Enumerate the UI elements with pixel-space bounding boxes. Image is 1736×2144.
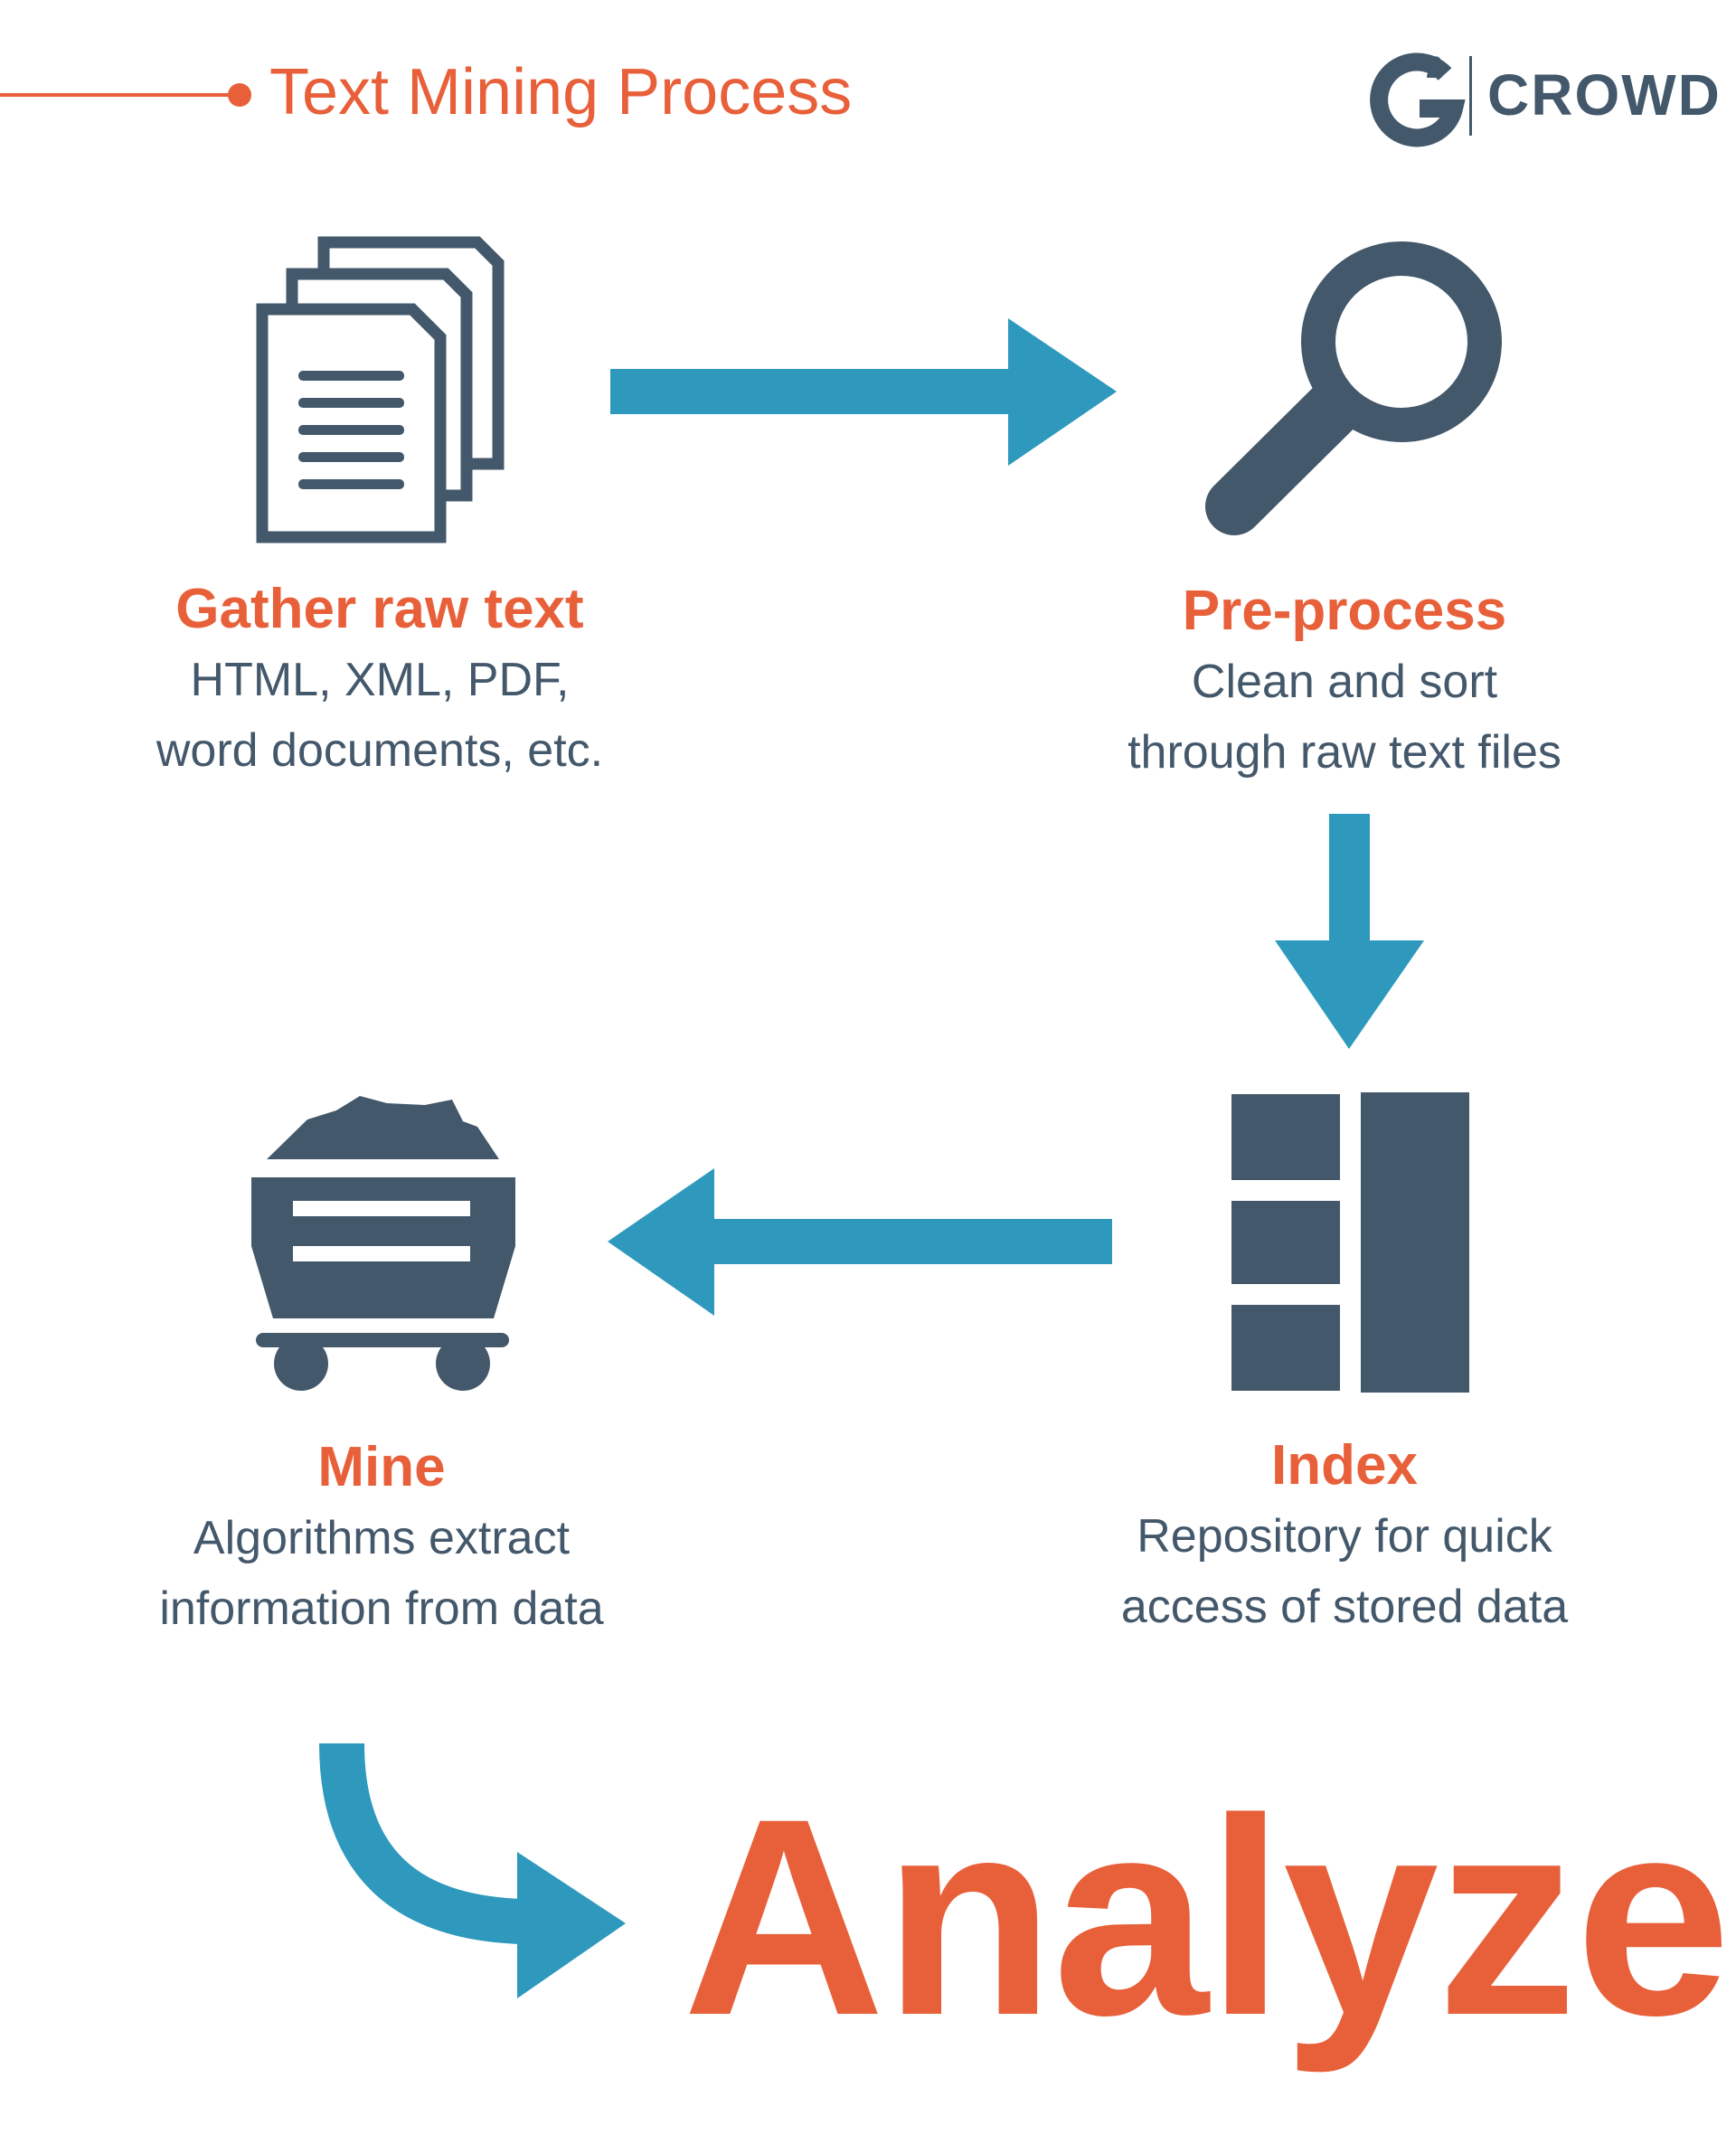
step-preprocess: Pre-process Clean and sort through raw t… — [1019, 576, 1670, 788]
step-gather: Gather raw text HTML, XML, PDF, word doc… — [54, 574, 705, 786]
page-title: Text Mining Process — [269, 56, 853, 128]
step-mine: Mine Algorithms extract information from… — [56, 1432, 707, 1644]
title-dot — [228, 83, 251, 107]
curved-arrow-icon — [319, 1743, 626, 1998]
step-preprocess-desc-line2: through raw text files — [1127, 726, 1561, 779]
step-mine-title: Mine — [317, 1436, 446, 1498]
analyze-label: Analyze — [683, 1760, 1731, 2073]
arrow-left-icon — [608, 1168, 1112, 1316]
step-preprocess-title: Pre-process — [1182, 580, 1507, 642]
step-index: Index Repository for quick access of sto… — [1019, 1431, 1670, 1642]
arrow-right-icon — [610, 318, 1117, 466]
logo-superscript: 2 — [1426, 51, 1443, 85]
documents-icon — [256, 236, 505, 543]
step-mine-desc-line1: Algorithms extract — [193, 1512, 571, 1564]
index-blocks-icon — [1231, 1092, 1469, 1393]
step-gather-desc-line2: word documents, etc. — [156, 724, 604, 777]
step-preprocess-desc-line1: Clean and sort — [1191, 656, 1498, 708]
step-gather-desc-line1: HTML, XML, PDF, — [190, 654, 570, 706]
step-index-desc-line1: Repository for quick — [1137, 1510, 1552, 1563]
step-index-desc-line2: access of stored data — [1120, 1581, 1569, 1633]
step-index-title: Index — [1271, 1434, 1418, 1497]
logo-text: CROWD — [1487, 62, 1722, 128]
step-gather-title: Gather raw text — [175, 578, 584, 640]
arrow-down-icon — [1275, 814, 1424, 1049]
mine-cart-icon — [251, 1096, 515, 1391]
step-mine-desc-line2: information from data — [159, 1582, 604, 1635]
magnifying-glass-icon — [1205, 241, 1502, 535]
g2-logo-icon — [1370, 52, 1472, 147]
